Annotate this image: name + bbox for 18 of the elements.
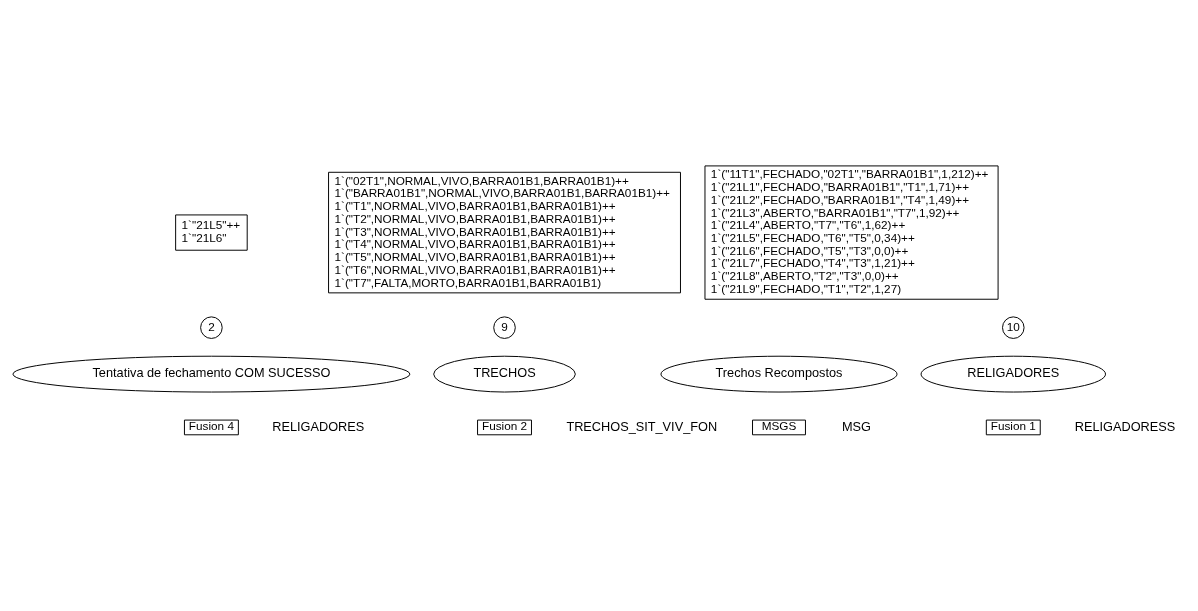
node-box: Fusion 2: [477, 419, 532, 436]
node-ellipse: Tentativa de fechamento COM SUCESSO: [12, 355, 411, 393]
node-box: Fusion 4: [183, 419, 239, 436]
node-box: MSGS: [752, 419, 806, 436]
node-ellipse: RELIGADORES: [920, 355, 1106, 393]
node-box: 1`("11T1",FECHADO,"02T1","BARRA01B1",1,212)++ 1`("21L1",FECHADO,"BARRA01B1","T1",1,71)++ 1`("21L2",FECHADO,"BARRA01B1","T4",1,49)++ 1`("21L3",ABERTO,"BARRA01B1","T7",1,92)++ 1`("21L4",ABERTO,"T7","T6",1,62)++ 1`("21L5",FECHADO,"T6","T5",0,34)++ 1`("21L6",FECHADO,"T5","T3",0,0)++ 1`("21L7",FECHADO,"T4","T3",1,21)++ 1`("21L8",ABERTO,"T2","T3",0,0)++ 1`("21L9",FECHADO,"T1","T2",1,27): [704, 165, 999, 300]
node-ellipse: TRECHOS: [433, 355, 576, 393]
node-label: TRECHOS_SIT_VIV_FON: [566, 418, 718, 434]
node-box: 1`("02T1",NORMAL,VIVO,BARRA01B1,BARRA01B1)++ 1`("BARRA01B1",NORMAL,VIVO,BARRA01B1,BARRA01B1)++ 1`("T1",NORMAL,VIVO,BARRA01B1,BARRA01B1)++ 1`("T2",NORMAL,VIVO,BARRA01B1,BARRA01B1)++ 1`("T3",NORMAL,VIVO,BARRA01B1,BARRA01B1)++ 1`("T4",NORMAL,VIVO,BARRA01B1,BARRA01B1)++ 1`("T5",NORMAL,VIVO,BARRA01B1,BARRA01B1)++ 1`("T6",NORMAL,VIVO,BARRA01B1,BARRA01B1)++ 1`("T7",FALTA,MORTO,BARRA01B1,BARRA01B1): [328, 171, 681, 294]
node-box: 1`"21L5"++ 1`"21L6": [175, 214, 248, 251]
node-box: Fusion 1: [985, 419, 1041, 436]
node-circle: 2: [200, 316, 223, 339]
node-label: RELIGADORES: [272, 418, 365, 434]
node-circle: 9: [493, 316, 516, 339]
node-circle: 10: [1002, 316, 1025, 339]
node-ellipse: Trechos Recompostos: [660, 355, 898, 393]
node-label: RELIGADORESS: [1074, 418, 1176, 434]
node-label: MSG: [841, 418, 871, 434]
